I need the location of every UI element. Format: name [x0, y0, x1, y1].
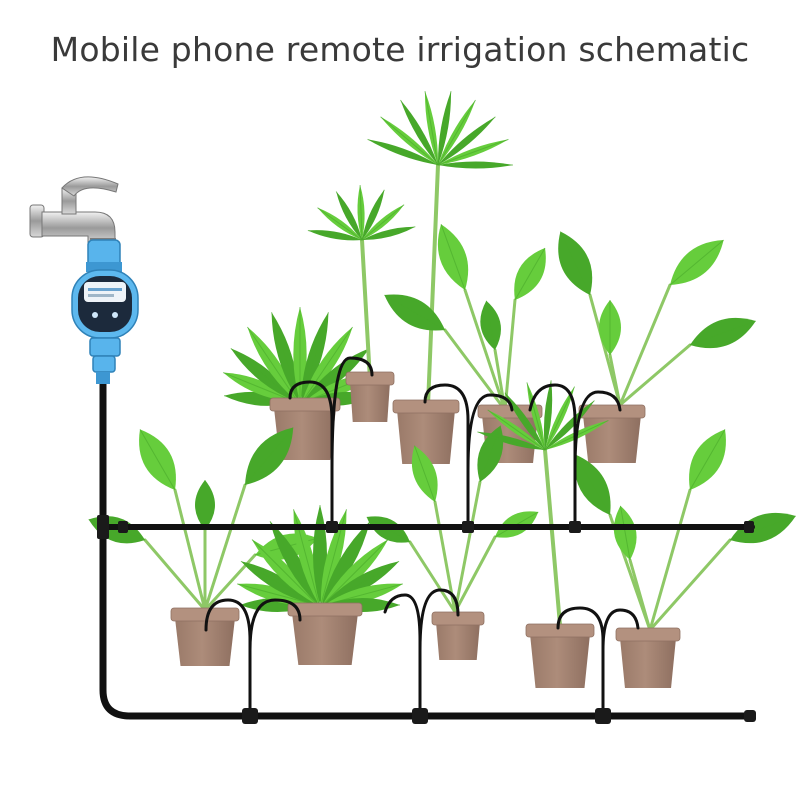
drip-line — [466, 393, 514, 472]
drip-line — [573, 390, 622, 472]
pipe-connectors — [97, 515, 756, 724]
irrigation-timer — [71, 239, 139, 384]
drip-line — [204, 598, 252, 718]
stem — [543, 448, 562, 627]
stem — [618, 283, 672, 407]
flower-pot — [431, 611, 485, 660]
drip-line — [330, 356, 374, 472]
back-row-pots — [269, 371, 646, 464]
flower-pot — [287, 602, 363, 665]
flower-pot — [615, 627, 681, 688]
stem — [453, 480, 482, 614]
stem — [203, 483, 247, 612]
stem — [503, 298, 517, 412]
stem — [463, 288, 507, 412]
stem — [493, 348, 507, 412]
drip-line — [528, 383, 577, 529]
diagram-title: Mobile phone remote irrigation schematic — [50, 30, 750, 69]
flower-pot — [392, 399, 460, 464]
drip-pipes — [99, 356, 756, 720]
drip-line — [383, 593, 422, 718]
flower-pot — [525, 623, 595, 688]
drip-line — [248, 598, 302, 652]
drip-line — [556, 606, 605, 718]
stem — [648, 538, 732, 632]
stem — [408, 540, 457, 614]
stem — [608, 353, 622, 407]
stem — [628, 558, 652, 632]
stem — [648, 488, 692, 632]
front-row-plants — [88, 380, 796, 688]
stem — [453, 535, 497, 614]
stem — [360, 238, 372, 382]
drip-line — [601, 608, 640, 652]
stem — [618, 343, 692, 407]
flower-pot — [578, 404, 646, 463]
drip-line — [288, 380, 334, 529]
flower-pot — [345, 371, 395, 422]
main-supply-pipe — [99, 376, 756, 720]
flower-pot — [170, 607, 240, 666]
back-row-plants — [222, 91, 756, 412]
drip-line — [418, 588, 460, 652]
water-faucet — [29, 176, 119, 252]
stem — [173, 488, 207, 612]
stem — [426, 163, 440, 407]
stem — [143, 538, 207, 612]
drip-line — [423, 383, 470, 529]
